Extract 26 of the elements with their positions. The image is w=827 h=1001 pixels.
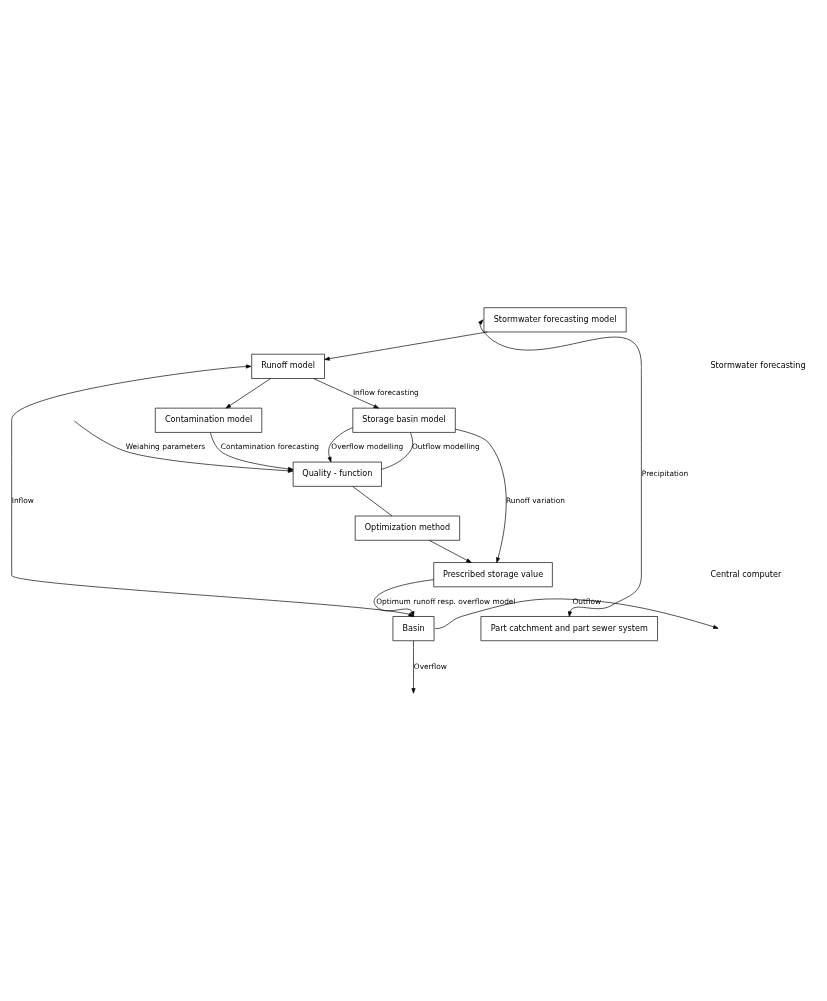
connector: [381, 431, 413, 470]
arrow: [373, 578, 435, 617]
node-box: Prescribed storage value: [433, 561, 553, 587]
arrow: [478, 319, 642, 617]
label: Stormwater forecasting: [710, 359, 806, 370]
connector: [352, 485, 393, 516]
arrow: [313, 377, 379, 408]
arrow: [324, 331, 488, 361]
arrow: [411, 639, 416, 694]
node-box: Basin: [392, 615, 435, 641]
arrow: [428, 539, 472, 563]
arrow: [455, 428, 507, 563]
node-box: Quality - function: [292, 461, 382, 487]
arrow: [11, 364, 414, 617]
node-box: Contamination model: [154, 407, 263, 433]
node-box: Stormwater forecasting model: [483, 306, 627, 332]
node-box: Part catchment and part sewer system: [480, 615, 658, 641]
arrow: [74, 420, 294, 473]
node-box: Optimization method: [354, 515, 460, 541]
node-box: Storage basin model: [352, 407, 456, 433]
label: Central computer: [710, 568, 782, 579]
arrow: [210, 431, 294, 473]
node-box: Runoff model: [251, 353, 325, 379]
arrow: [327, 426, 354, 462]
arrow: [434, 598, 719, 629]
arrow: [225, 377, 271, 408]
